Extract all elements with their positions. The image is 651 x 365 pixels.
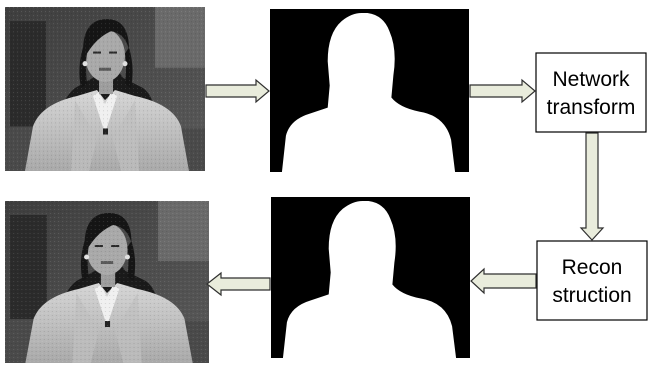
reconstruction-label-line2: struction [552,284,631,307]
arrow-mask-to-output [207,273,270,295]
network-transform-label-line2: transform [547,96,636,119]
reconstruction-node: Recon struction [537,241,647,320]
arrow-network-to-reconstruction [581,133,603,240]
arrow-reconstruction-to-mask [471,269,536,293]
network-transform-node: Network transform [536,53,646,132]
network-transform-label-line1: Network [552,68,630,91]
arrow-input-to-mask [206,80,269,102]
arrow-mask-to-network [470,80,535,102]
output-frame-image [5,201,209,363]
input-frame-image [5,7,205,171]
reconstruction-label-line1: Recon [562,256,623,279]
